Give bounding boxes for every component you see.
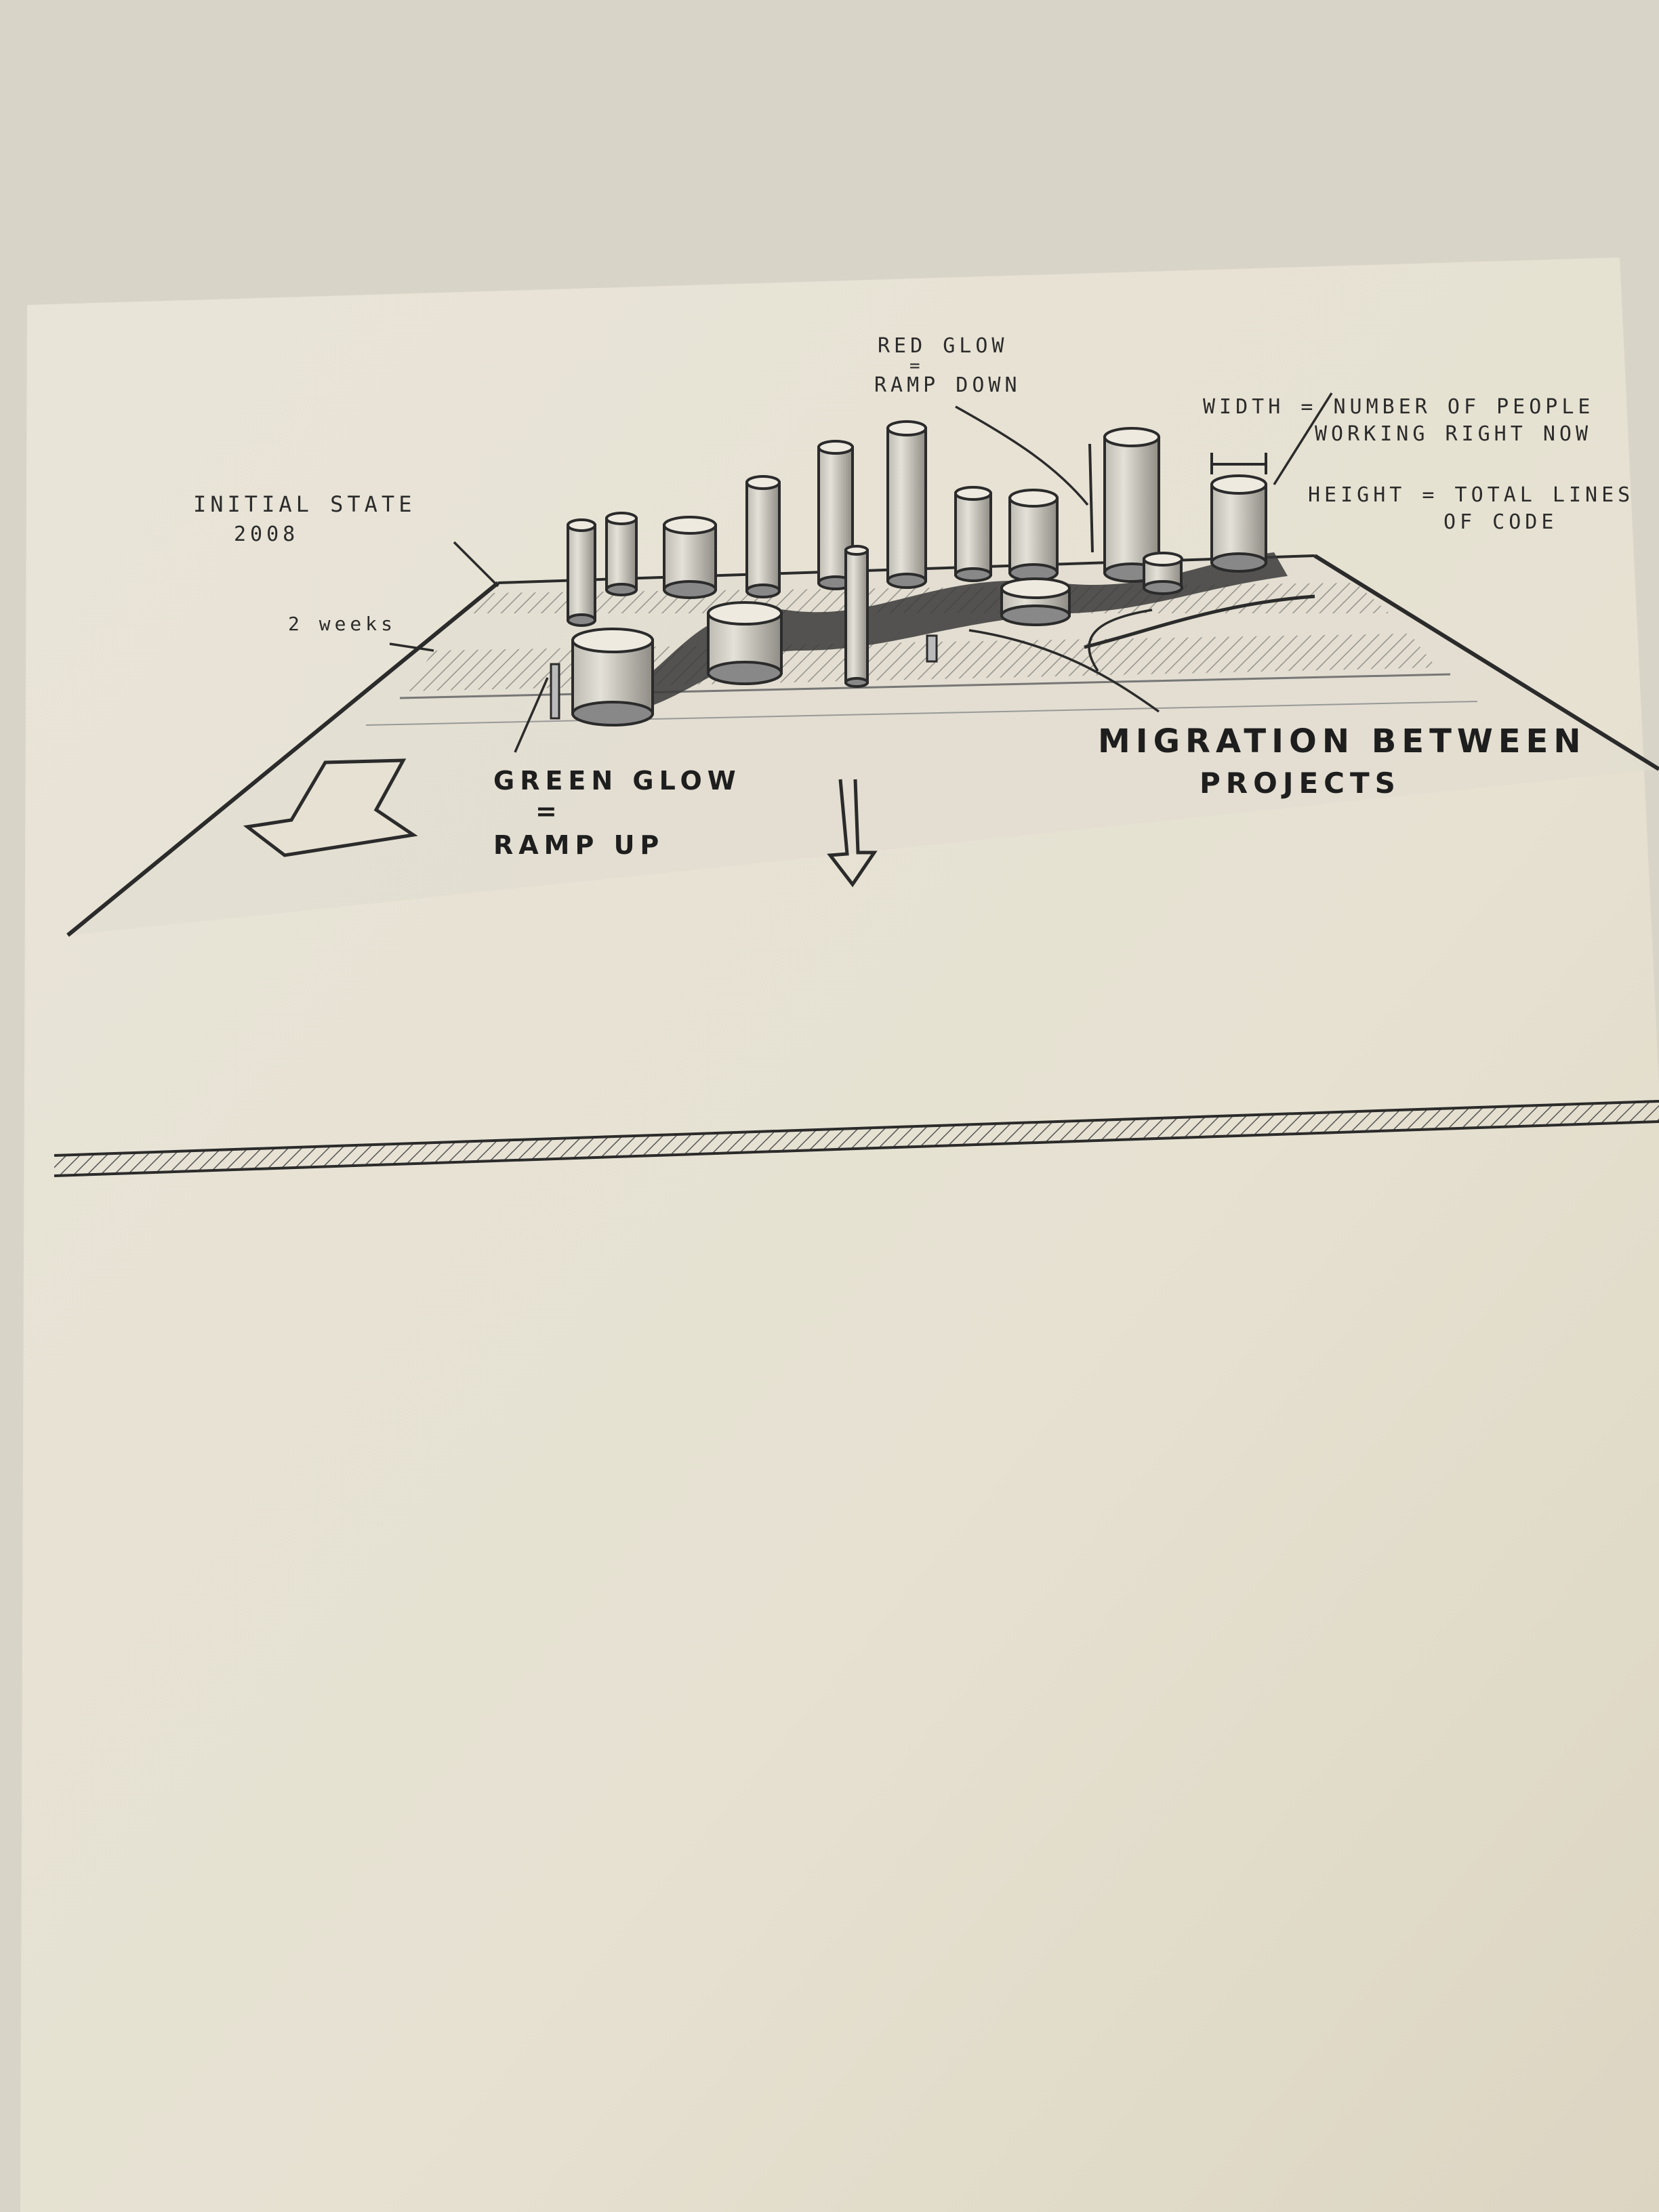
tower (888, 422, 926, 588)
height-label: HEIGHT = TOTAL LINES (1308, 483, 1634, 507)
two-weeks-label: 2 weeks (288, 613, 396, 635)
tower (664, 517, 716, 598)
green-glow-equals: = (535, 796, 562, 826)
tower (573, 629, 653, 725)
migration-label: MIGRATION BETWEEN (1098, 722, 1586, 760)
tower (1010, 490, 1057, 581)
red-glow-meaning: RAMP DOWN (874, 373, 1021, 397)
width-label: WIDTH = NUMBER OF PEOPLE (1203, 395, 1594, 419)
tower (708, 602, 781, 684)
initial-state-label: INITIAL STATE (193, 491, 415, 517)
tower (846, 546, 867, 687)
tower (1212, 476, 1266, 571)
tower (1144, 553, 1182, 594)
width-label-cont: WORKING RIGHT NOW (1315, 422, 1592, 446)
tower (1002, 579, 1069, 625)
migration-label-cont: PROJECTS (1200, 766, 1401, 800)
tower (568, 520, 595, 626)
green-glow-meaning: RAMP UP (493, 830, 664, 860)
initial-state-year: 2008 (234, 523, 299, 546)
red-glow-label: RED GLOW (878, 334, 1008, 358)
height-label-cont: OF CODE (1443, 510, 1557, 534)
green-glow-label: GREEN GLOW (493, 766, 741, 796)
tower (747, 476, 779, 597)
tower (607, 513, 636, 595)
tower (956, 487, 991, 581)
